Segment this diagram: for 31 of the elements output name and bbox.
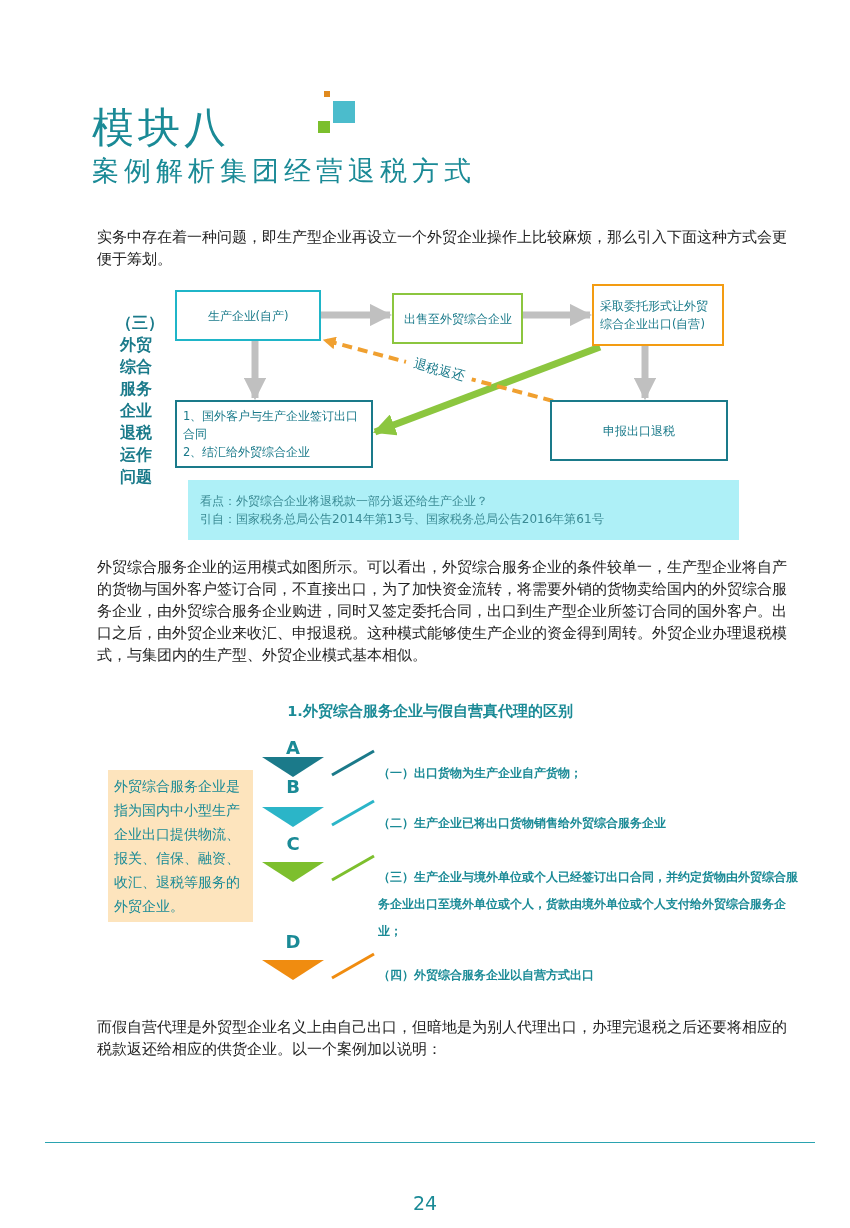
section-heading: （三）外贸综合服务企业退税运作问题 (116, 312, 156, 488)
note-box (108, 770, 253, 922)
letter-label: C (285, 834, 301, 854)
list-item-text: （四）外贸综合服务企业以自营方式出口 (378, 967, 595, 984)
node-text: 采取委托形式让外贸综合企业出口(自营) (600, 298, 709, 333)
section-heading: 1.外贸综合服务企业与假自营真代理的区别 (286, 702, 574, 721)
paragraph: 而假自营代理是外贸型企业名义上由自己出口，但暗地是为别人代理出口，办理完退税之后还要将相应的税款返还给相应的供货企业。以一个案例加以说明： (97, 1018, 787, 1059)
node-text: 生产企业(自产) (207, 307, 289, 325)
paragraph: 实务中存在着一种问题，即生产型企业再设立一个外贸企业操作上比较麻烦，那么引入下面这种方式会更便于筹划。 (97, 228, 787, 269)
process-box (550, 400, 728, 461)
list-item-text: （一）出口货物为生产企业自产货物； (378, 765, 583, 782)
node-text: 外贸综合服务企业是指为国内中小型生产企业出口提供物流、报关、信保、融资、收汇、退税等服务的外贸企业。 (114, 777, 241, 916)
page-number: 24 (411, 1192, 439, 1214)
process-box (175, 400, 373, 468)
list-item-text: （二）生产企业已将出口货物销售给外贸综合服务企业 (378, 815, 667, 832)
node-text: 引自：国家税务总局公告2014年第13号、国家税务总局公告2016年第61号 (200, 511, 605, 528)
node-text: 看点：外贸综合企业将退税款一部分返还给生产企业？ (200, 493, 489, 510)
page-title: 模块八 (92, 102, 230, 154)
node-text: 1、国外客户与生产企业签订出口合同 (183, 408, 360, 443)
node-text: 2、结汇给外贸综合企业 (183, 444, 312, 461)
node-text: 申报出口退税 (603, 422, 675, 440)
paragraph: 外贸综合服务企业的运用模式如图所示。可以看出，外贸综合服务企业的条件较单一，生产型企业将自产的货物与国外客户签订合同，不直接出口，为了加快资金流转，将需要外销的货物卖给国内的外贸综合服务企业，由外贸综合服务企业购进，同时又签定委托合同，出口到生产型企业所签订合同的国外客户。出口之后，由外贸企业来收汇、申报退税。这种模式能够使生产企业的资金得到周转。外贸企业办理退税模式，与集团内的生产型、外贸企业模式基本相似。 (97, 558, 787, 665)
note-box (188, 480, 739, 540)
node-text: 出售至外贸综合企业 (403, 310, 512, 328)
process-box (175, 290, 321, 341)
letter-label: B (285, 777, 301, 797)
letter-label: A (285, 738, 301, 758)
list-item-text: （三）生产企业与境外单位或个人已经签订出口合同，并约定货物由外贸综合服务企业出口至境外单位或个人，货款由境外单位或个人支付给外贸综合服务企业； (378, 869, 798, 940)
letter-label: D (284, 932, 302, 952)
process-box (392, 293, 523, 344)
process-box (592, 284, 724, 346)
